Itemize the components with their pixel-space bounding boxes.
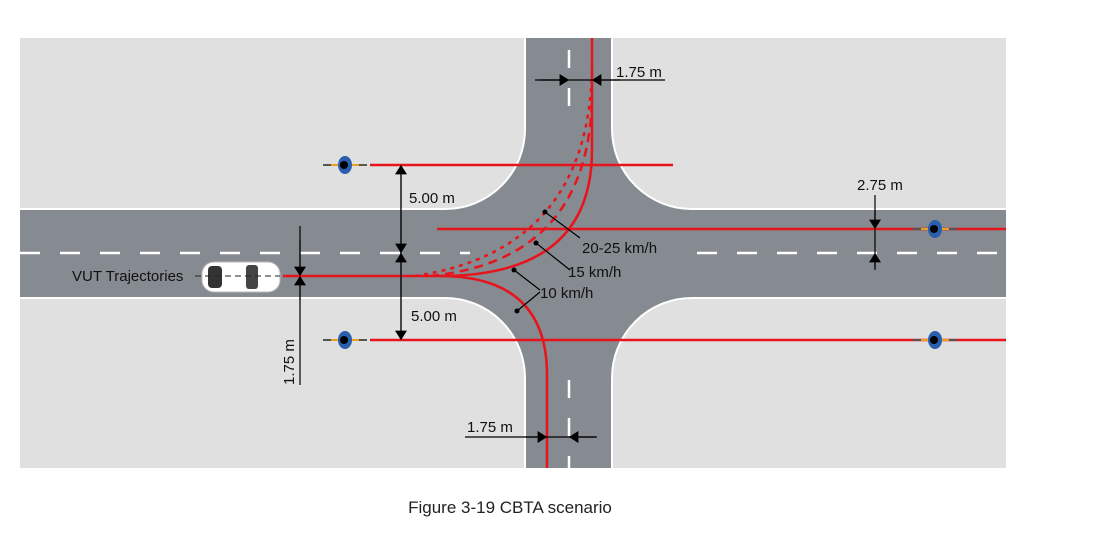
speed-label-fast: 20-25 km/h (582, 240, 657, 257)
dim-bottom-lateral: 1.75 m (467, 419, 513, 436)
dimension-lines (294, 74, 881, 443)
dim-right-lane: 2.75 m (857, 177, 903, 194)
figure-caption: Figure 3-19 CBTA scenario (408, 498, 612, 517)
dim-lower-cyclist: 5.00 m (411, 308, 457, 325)
trajectories (283, 38, 1006, 468)
dim-left-lateral: 1.75 m (281, 339, 298, 385)
speed-label-mid: 15 km/h (568, 264, 621, 281)
car-icon (195, 261, 281, 293)
dim-top-lateral: 1.75 m (616, 64, 662, 81)
road (20, 38, 1006, 468)
dim-upper-cyclist: 5.00 m (409, 190, 455, 207)
speed-label-slow: 10 km/h (540, 285, 593, 302)
vut-label: VUT Trajectories (72, 268, 183, 285)
